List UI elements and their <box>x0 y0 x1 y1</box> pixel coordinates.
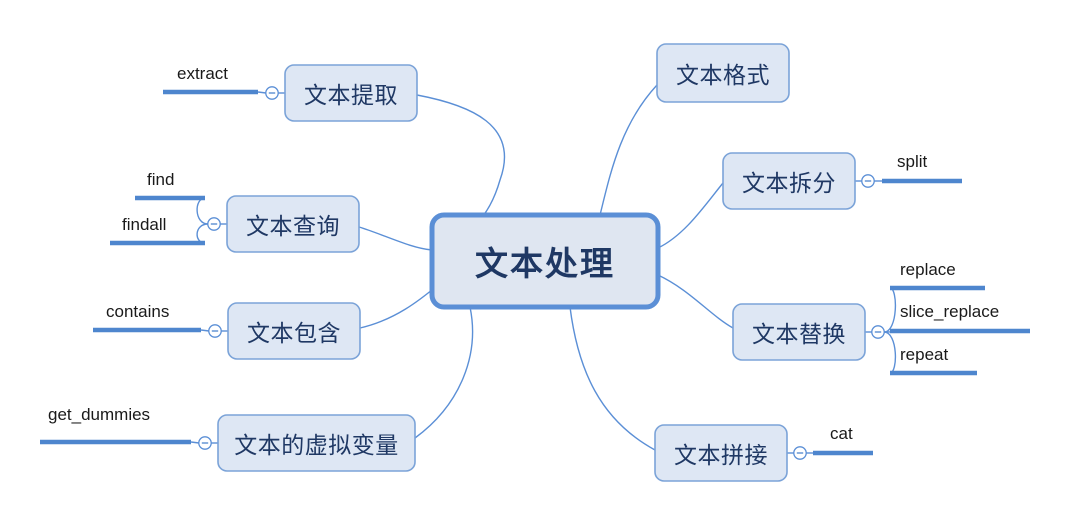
node-label-text-dummies: 文本的虚拟变量 <box>234 432 399 458</box>
leaf-label-text-dummies-0: get_dummies <box>48 405 151 424</box>
node-box-text-contains[interactable] <box>227 302 361 360</box>
leaf-label-text-split-0: split <box>897 152 928 171</box>
leaf-label-text-extract-0: extract <box>177 64 229 83</box>
branch-connector-c-replace <box>657 274 734 329</box>
node-box-text-replace[interactable] <box>732 303 866 361</box>
leaf-connector-text-query-1 <box>196 223 209 244</box>
branch-connector-c-format <box>599 84 658 216</box>
leaf-connector-text-dummies-0 <box>190 441 200 444</box>
node-label-text-split: 文本拆分 <box>742 170 836 196</box>
node-box-text-query[interactable] <box>226 195 360 253</box>
branch-connector-c-contains <box>359 284 439 329</box>
leaf-label-text-contains-0: contains <box>106 302 170 321</box>
node-box-text-dummies[interactable] <box>217 414 416 472</box>
node-label-text-concat: 文本拼接 <box>674 442 768 468</box>
leaf-connectors-layer <box>40 89 1030 456</box>
leaf-connector-text-replace-2 <box>883 331 897 374</box>
branch-connector-c-dummies <box>414 306 474 439</box>
leaf-label-text-replace-0: replace <box>900 260 956 279</box>
node-label-text-replace: 文本替换 <box>752 321 846 347</box>
leaf-label-text-query-1: findall <box>122 215 167 234</box>
node-label-text-contains: 文本包含 <box>247 320 341 346</box>
branch-connector-c-query <box>358 226 433 251</box>
node-label-text-format: 文本格式 <box>676 62 770 88</box>
leaf-connector-text-replace-0 <box>883 287 897 333</box>
leaf-label-text-replace-1: slice_replace <box>900 302 1000 321</box>
leaf-connector-text-extract-0 <box>257 91 267 94</box>
leaf-label-text-query-0: find <box>147 170 175 189</box>
toggles-layer <box>198 86 885 460</box>
node-box-text-format[interactable] <box>656 43 790 103</box>
node-label-text-extract: 文本提取 <box>304 82 398 108</box>
node-box-text-concat[interactable] <box>654 424 788 482</box>
node-box-text-extract[interactable] <box>284 64 418 122</box>
node-box-text-split[interactable] <box>722 152 856 210</box>
leaf-label-text-concat-0: cat <box>830 424 853 443</box>
node-boxes-layer <box>217 43 866 482</box>
leaf-connector-text-contains-0 <box>200 329 210 332</box>
branch-connector-c-split <box>657 182 724 249</box>
leaf-connector-text-query-0 <box>196 197 209 225</box>
leaf-label-text-replace-2: repeat <box>900 345 949 364</box>
root-node-label: 文本处理 <box>475 245 615 282</box>
root-node-box[interactable] <box>429 212 661 310</box>
node-label-text-query: 文本查询 <box>246 213 340 239</box>
branch-connector-c-concat <box>569 306 656 451</box>
